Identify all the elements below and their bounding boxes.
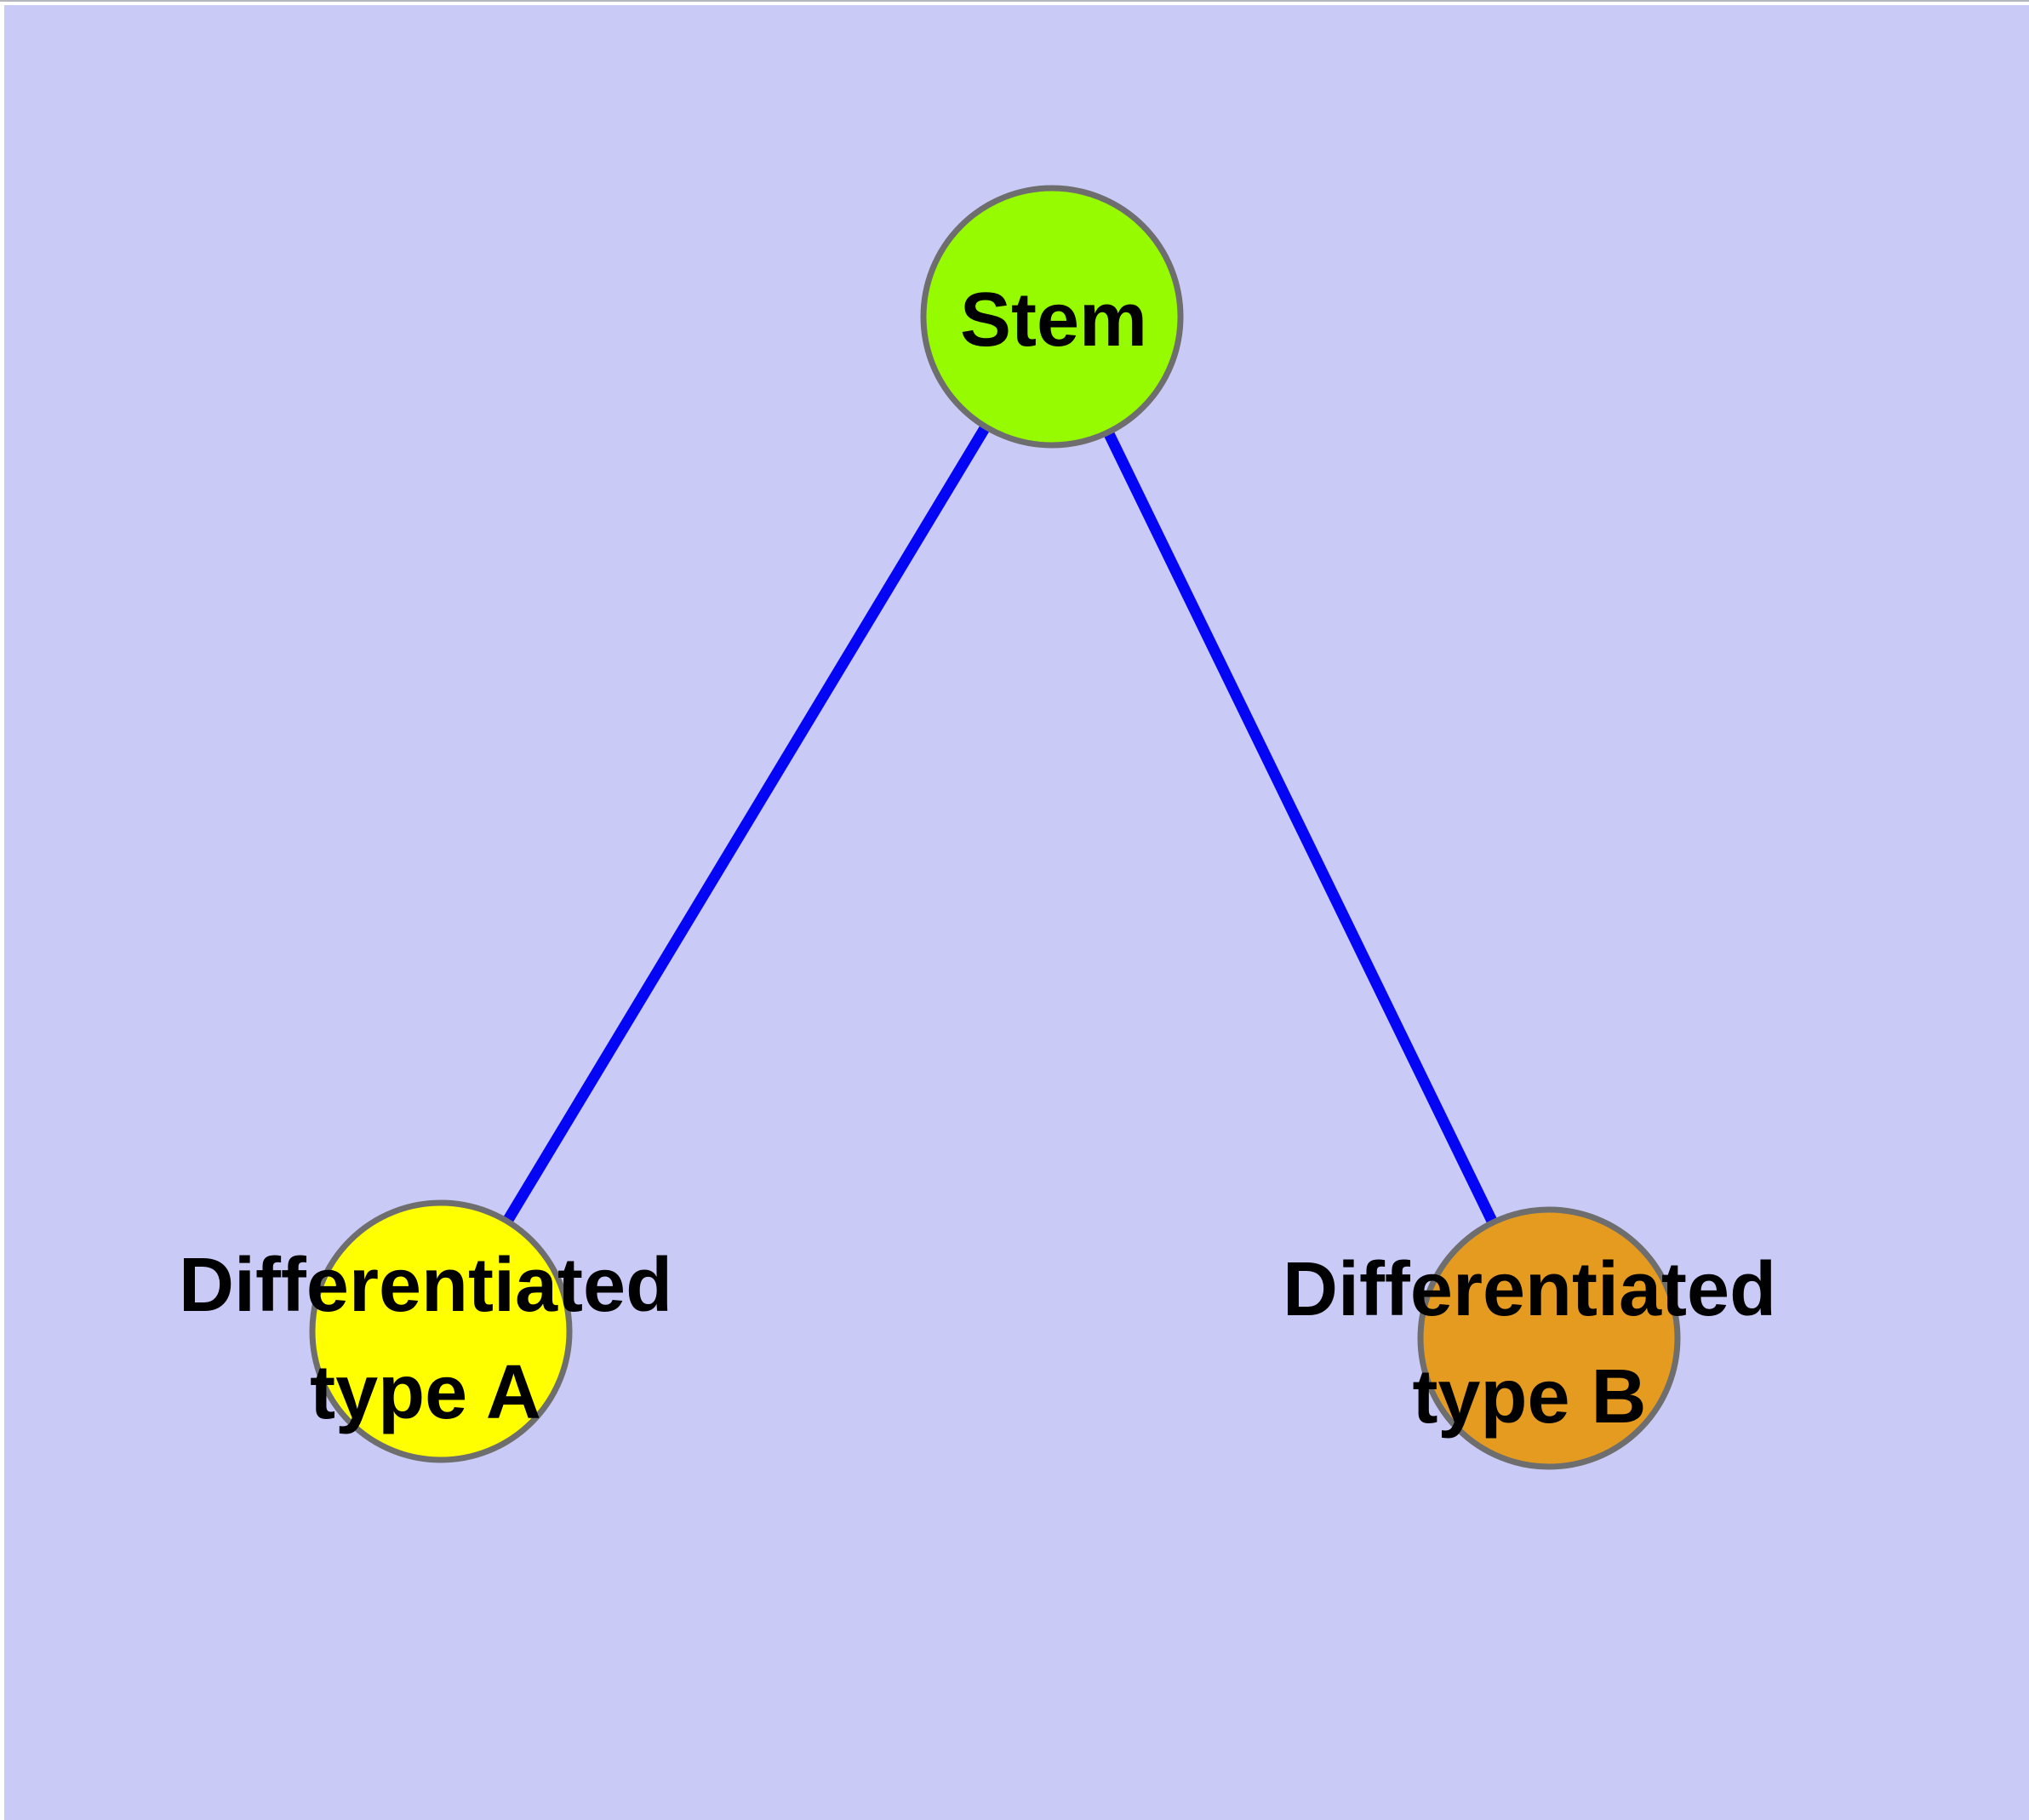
node-differentiated-type-a bbox=[309, 1199, 573, 1463]
edge-stem-to-type-b bbox=[1047, 314, 1554, 1341]
edge-stem-to-type-a bbox=[436, 313, 1057, 1335]
node-differentiated-type-b bbox=[1417, 1206, 1681, 1470]
node-stem bbox=[920, 185, 1184, 449]
